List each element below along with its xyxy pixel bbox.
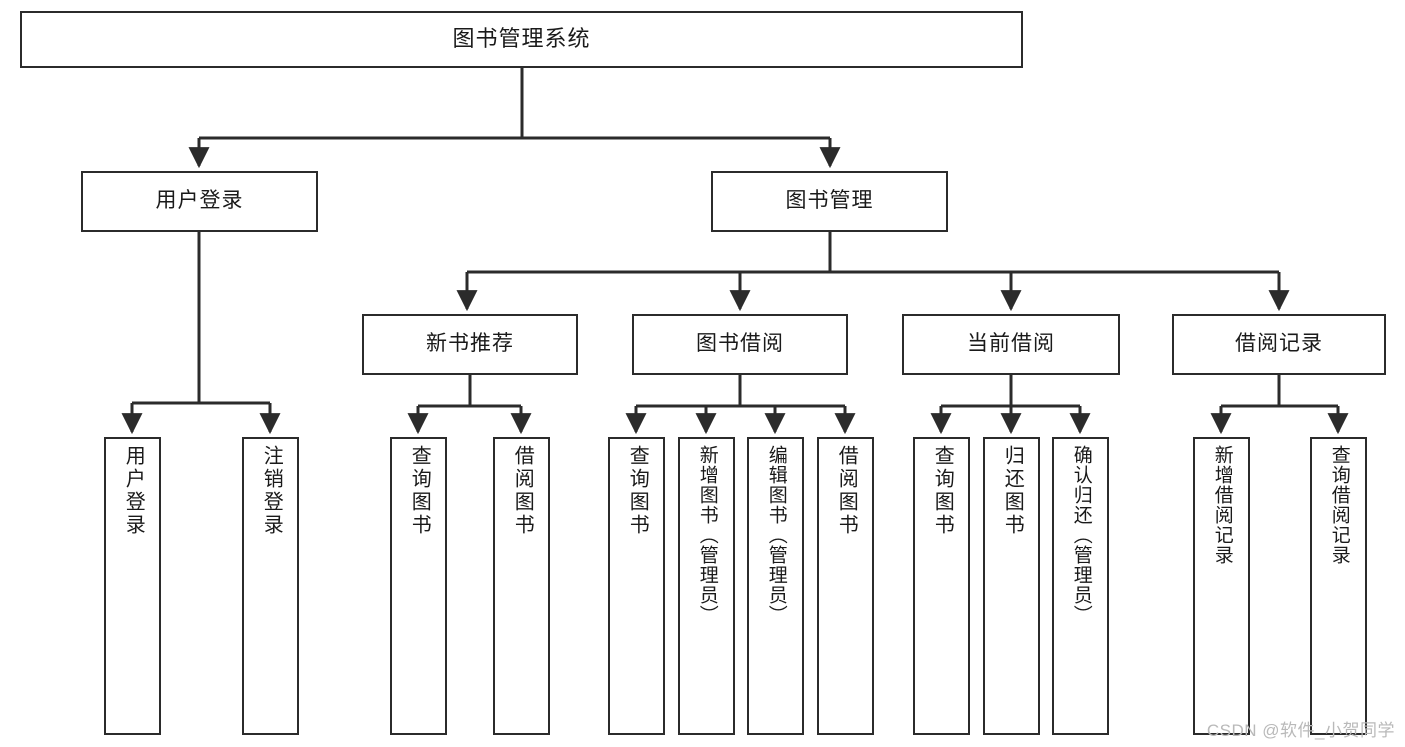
node-book-manage[interactable]: 图书管理 <box>711 171 948 232</box>
node-root-system[interactable]: 图书管理系统 <box>20 11 1023 68</box>
node-user-login[interactable]: 用户登录 <box>81 171 318 232</box>
leaf-borrow-query[interactable]: 查询图书 <box>608 437 665 735</box>
leaf-user-logout[interactable]: 注销登录 <box>242 437 299 735</box>
leaf-rec-borrow[interactable]: 借阅图书 <box>493 437 550 735</box>
leaf-user-login[interactable]: 用户登录 <box>104 437 161 735</box>
node-label: 借阅图书 <box>511 445 534 537</box>
leaf-borrow-lend[interactable]: 借阅图书 <box>817 437 874 735</box>
node-label: 查询图书 <box>626 445 649 537</box>
leaf-borrow-add[interactable]: 新增图书（管理员） <box>678 437 735 735</box>
leaf-record-add[interactable]: 新增借阅记录 <box>1193 437 1250 735</box>
node-label: 用户登录 <box>155 189 244 213</box>
node-label: 新书推荐 <box>426 332 514 356</box>
node-new-book-rec[interactable]: 新书推荐 <box>362 314 578 375</box>
node-current-borrow[interactable]: 当前借阅 <box>902 314 1120 375</box>
node-label: 新增图书（管理员） <box>696 445 718 625</box>
node-label: 当前借阅 <box>967 332 1055 356</box>
node-label: 新增借阅记录 <box>1211 445 1233 565</box>
leaf-rec-query[interactable]: 查询图书 <box>390 437 447 735</box>
node-label: 借阅图书 <box>835 445 858 537</box>
node-borrow-record[interactable]: 借阅记录 <box>1172 314 1386 375</box>
leaf-current-confirm[interactable]: 确认归还（管理员） <box>1052 437 1109 735</box>
node-label: 编辑图书（管理员） <box>765 445 787 625</box>
node-label: 图书管理 <box>785 189 874 213</box>
leaf-current-return[interactable]: 归还图书 <box>983 437 1040 735</box>
node-label: 查询图书 <box>931 445 954 537</box>
node-label: 图书借阅 <box>696 332 784 356</box>
node-label: 借阅记录 <box>1235 332 1323 356</box>
node-label: 查询图书 <box>408 445 431 537</box>
node-label: 注销登录 <box>260 445 283 537</box>
node-book-borrow[interactable]: 图书借阅 <box>632 314 848 375</box>
leaf-current-query[interactable]: 查询图书 <box>913 437 970 735</box>
node-label: 确认归还（管理员） <box>1070 445 1092 625</box>
node-label: 图书管理系统 <box>452 26 591 52</box>
leaf-record-query[interactable]: 查询借阅记录 <box>1310 437 1367 735</box>
node-label: 查询借阅记录 <box>1328 445 1350 565</box>
watermark-text: CSDN @软件_小贺同学 <box>1206 721 1395 740</box>
node-label: 归还图书 <box>1001 445 1024 537</box>
node-label: 用户登录 <box>122 445 145 537</box>
leaf-borrow-edit[interactable]: 编辑图书（管理员） <box>747 437 804 735</box>
